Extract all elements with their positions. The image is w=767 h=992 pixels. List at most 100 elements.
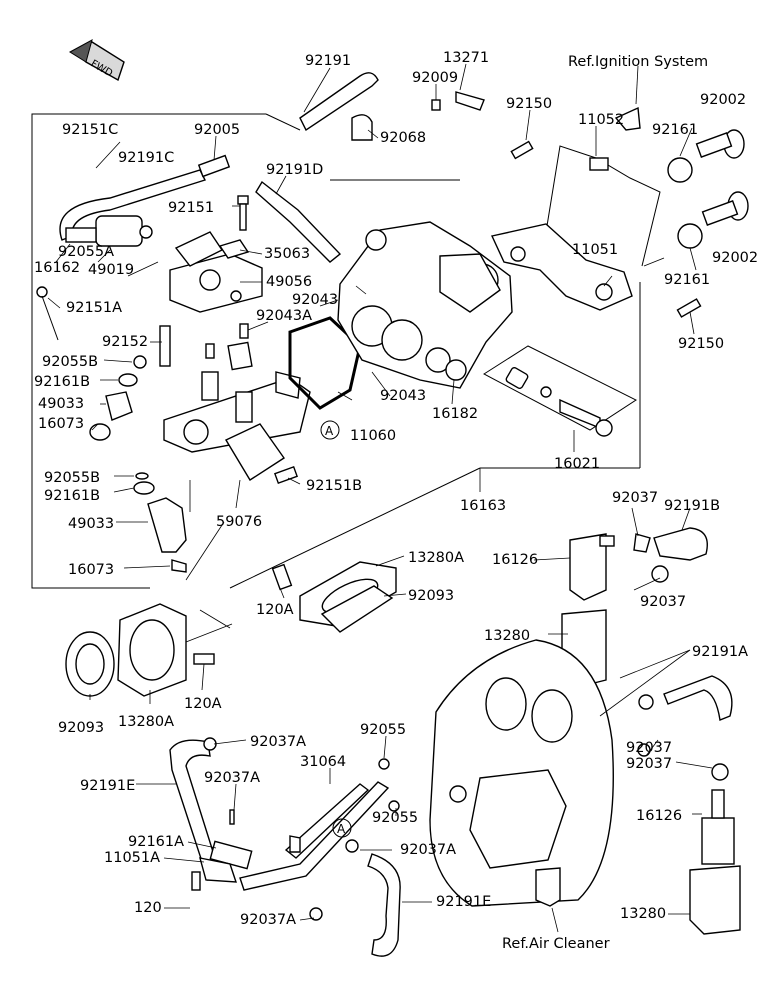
bracket-11052: [545, 106, 661, 267]
group-frame: [31, 113, 641, 589]
part-label: 59076: [216, 514, 262, 530]
gasket-11060: [288, 316, 362, 410]
part-label: 49033: [68, 516, 114, 532]
part-label: 92191E: [80, 778, 135, 794]
part-label: 92043: [380, 388, 426, 404]
part-label: 92055B: [44, 470, 100, 486]
bolt-92151: [218, 195, 250, 259]
part-label: 92191B: [664, 498, 720, 514]
callout-a-top: A: [320, 420, 340, 440]
part-label: 92055: [372, 810, 418, 826]
part-label: 11060: [350, 428, 396, 444]
ref-ignition-label: Ref.Ignition System: [568, 54, 708, 70]
part-label: 13271: [443, 50, 489, 66]
part-label: 92161: [652, 122, 698, 138]
part-label: 16126: [492, 552, 538, 568]
part-label: 13280A: [408, 550, 464, 566]
part-label: 92150: [678, 336, 724, 352]
part-label: 92037A: [400, 842, 456, 858]
part-label: 92191D: [266, 162, 323, 178]
inset-16021: [483, 345, 638, 437]
part-label: 49019: [88, 262, 134, 278]
part-label: 11051A: [104, 850, 160, 866]
hose-92191a: [638, 675, 733, 721]
bracket-11051a: [191, 840, 253, 891]
part-label: 92093: [408, 588, 454, 604]
part-label: 92161B: [34, 374, 90, 390]
flange-13280a-left: [65, 603, 215, 697]
part-label: 92002: [700, 92, 746, 108]
part-label: 92037A: [204, 770, 260, 786]
part-label: 92009: [412, 70, 458, 86]
part-label: 11051: [572, 242, 618, 258]
part-label: 92055: [360, 722, 406, 738]
lever-13271: [431, 91, 485, 111]
intake-59076: [225, 423, 299, 485]
bolt-92151a: [36, 286, 59, 341]
injector-49033: [133, 472, 187, 573]
part-label: 92191E: [436, 894, 491, 910]
part-label: 92037: [626, 756, 672, 772]
hose-92191e-upper: [169, 739, 221, 881]
svg-text:A: A: [337, 822, 346, 836]
bracket-49056: [169, 231, 263, 313]
part-label: 92037A: [240, 912, 296, 928]
part-label: 120: [134, 900, 162, 916]
part-label: 92037A: [250, 734, 306, 750]
leader-lines: [47, 63, 713, 933]
part-16182: [445, 359, 467, 381]
part-label: 16073: [38, 416, 84, 432]
part-label: 92161B: [44, 488, 100, 504]
air-cleaner-housing: [429, 639, 614, 907]
part-label: 120A: [256, 602, 294, 618]
part-label: 92151C: [62, 122, 118, 138]
part-label: 16073: [68, 562, 114, 578]
part-label: 92005: [194, 122, 240, 138]
part-label: 92151B: [306, 478, 362, 494]
part-label: 13280: [484, 628, 530, 644]
throttle-body: [337, 221, 513, 389]
part-label: 92043: [292, 292, 338, 308]
part-label: 92161A: [128, 834, 184, 850]
part-label: 92043A: [256, 308, 312, 324]
part-label: 92151: [168, 200, 214, 216]
part-label: 35063: [264, 246, 310, 262]
solenoid-16126-lower: [689, 763, 741, 935]
bracket-11051: [491, 223, 633, 311]
part-label: 16126: [636, 808, 682, 824]
part-label: 11052: [578, 112, 624, 128]
flange-13280a-middle: [271, 561, 397, 633]
part-label: 92150: [506, 96, 552, 112]
part-label: 16163: [460, 498, 506, 514]
svg-text:A: A: [325, 424, 334, 438]
part-label: 120A: [184, 696, 222, 712]
part-label: 92055A: [58, 244, 114, 260]
pipes-31064: [239, 781, 390, 891]
part-label: 92191A: [692, 644, 748, 660]
part-label: 16162: [34, 260, 80, 276]
part-label: 16021: [554, 456, 600, 472]
part-label: 13280A: [118, 714, 174, 730]
part-label: 92002: [712, 250, 758, 266]
hose-92191e-lower: [367, 853, 401, 957]
part-label: 92037: [626, 740, 672, 756]
callout-a-bottom: A: [332, 818, 352, 838]
part-label: 49033: [38, 396, 84, 412]
hose-assembly-top-left: [59, 154, 342, 263]
part-label: 92037: [640, 594, 686, 610]
fuel-rail: [163, 323, 311, 453]
ref-air-cleaner-label: Ref.Air Cleaner: [502, 936, 610, 952]
hose-92191: [299, 72, 379, 132]
part-label: 92151A: [66, 300, 122, 316]
fwd-arrow-icon: FWD: [69, 38, 125, 82]
cap-92068: [351, 114, 373, 141]
part-label: 92055B: [42, 354, 98, 370]
pipe-92152: [89, 325, 171, 441]
bolts-right: [510, 129, 749, 318]
part-label: 92152: [102, 334, 148, 350]
part-label: 49056: [266, 274, 312, 290]
part-label: 92191: [305, 53, 351, 69]
sensor-16162: [65, 215, 153, 247]
